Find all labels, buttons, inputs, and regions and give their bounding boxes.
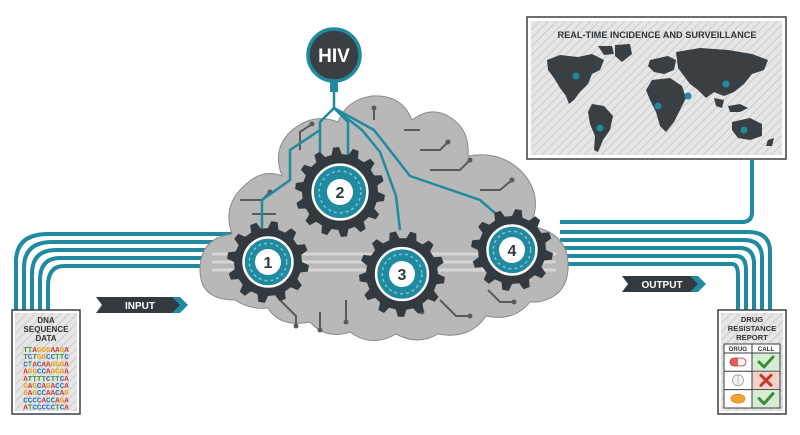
gear-number: 4 bbox=[508, 243, 517, 260]
report-title-line: RESISTANCE bbox=[728, 324, 776, 333]
map-title: REAL-TIME INCIDENCE AND SURVEILLANCE bbox=[557, 30, 756, 40]
input-label: INPUT bbox=[125, 301, 155, 312]
report-col-drug: DRUG bbox=[729, 346, 747, 353]
drug-resistance-report-card: DRUG RESISTANCE REPORT DRUG CALL bbox=[717, 309, 787, 415]
dna-title-line: DATA bbox=[35, 334, 56, 343]
output-label: OUTPUT bbox=[641, 280, 682, 291]
dna-sequence-line: TCTGGCCTTC bbox=[23, 354, 69, 362]
input-flow-lines bbox=[14, 232, 240, 315]
incidence-marker bbox=[596, 124, 604, 132]
dna-title-line: SEQUENCE bbox=[24, 325, 70, 334]
report-row bbox=[729, 353, 780, 371]
hiv-node: HIV bbox=[305, 26, 363, 92]
round-pill-icon bbox=[732, 374, 744, 387]
gear-2: 2 bbox=[295, 147, 385, 237]
output-flow-lines bbox=[560, 160, 772, 315]
report-rows bbox=[724, 353, 780, 408]
hiv-label: HIV bbox=[318, 46, 350, 67]
cross-icon bbox=[752, 371, 780, 390]
hiv-connections bbox=[260, 90, 511, 234]
dna-sequence-line: GAGCCAACAG bbox=[23, 390, 69, 398]
dna-sequence-line: ATTTTCTTCA bbox=[23, 376, 69, 384]
gear-3: 3 bbox=[359, 231, 445, 317]
output-arrow: OUTPUT bbox=[622, 276, 706, 292]
gear-1: 1 bbox=[227, 221, 309, 303]
dna-sequence-line: CTACAAGGGA bbox=[23, 361, 69, 369]
dna-sequence-line: AGGCCAGGGA bbox=[23, 369, 69, 377]
incidence-marker bbox=[740, 126, 748, 134]
incidence-marker bbox=[572, 72, 580, 80]
report-row bbox=[724, 370, 780, 390]
dna-sequence-line: ATCCCCCTCA bbox=[23, 405, 69, 413]
capsule-icon bbox=[729, 357, 747, 367]
surveillance-map-panel: REAL-TIME INCIDENCE AND SURVEILLANCE bbox=[526, 16, 787, 160]
check-icon bbox=[752, 390, 780, 408]
dna-sequence-line: GAGCAGACCA bbox=[23, 383, 69, 391]
incidence-marker bbox=[722, 80, 730, 88]
dna-sequence-line: CCCCACCAGA bbox=[23, 397, 69, 405]
gears: 1 2 3 4 bbox=[227, 147, 553, 317]
gear-4: 4 bbox=[471, 209, 553, 291]
incidence-marker bbox=[684, 92, 692, 100]
input-arrow: INPUT bbox=[96, 297, 188, 313]
incidence-marker bbox=[654, 102, 662, 110]
oval-pill-icon bbox=[730, 393, 746, 404]
dna-title-line: DNA bbox=[37, 316, 55, 325]
dna-sequences: TTAGGGAAGATCTGGCCTTCCTACAAGGGAAGGCCAGGGA… bbox=[23, 347, 69, 413]
dna-sequence-card: DNA SEQUENCE DATA TTAGGGAAGATCTGGCCTTCCT… bbox=[11, 309, 81, 415]
report-title-line: REPORT bbox=[736, 333, 768, 342]
gear-number: 2 bbox=[336, 185, 345, 202]
report-col-call: CALL bbox=[758, 346, 775, 353]
dna-sequence-line: TTAGGGAAGA bbox=[23, 347, 69, 355]
gear-number: 3 bbox=[398, 267, 407, 284]
report-row bbox=[724, 389, 780, 408]
gear-number: 1 bbox=[264, 255, 273, 272]
circuit-traces bbox=[240, 105, 517, 333]
check-icon bbox=[752, 353, 780, 371]
report-title-line: DRUG bbox=[741, 315, 763, 324]
incidence-markers bbox=[572, 72, 748, 134]
